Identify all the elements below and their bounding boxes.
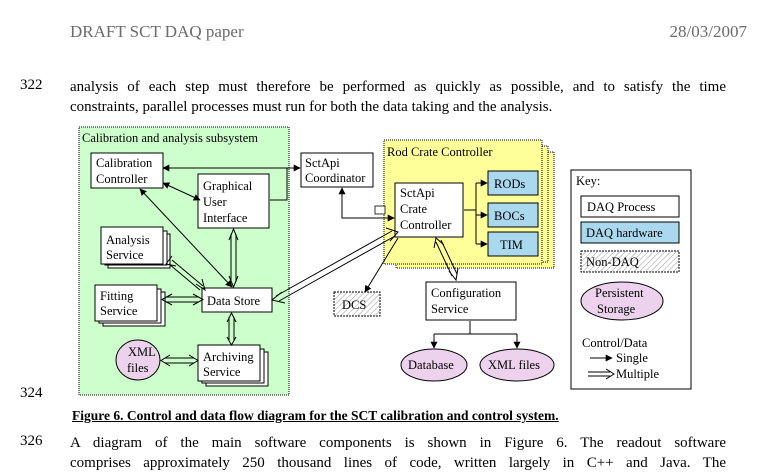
key-control-data-label: Control/Data	[582, 336, 648, 350]
configuration-service-label: Configuration	[431, 286, 502, 300]
header-title: DRAFT SCT DAQ paper	[70, 22, 244, 41]
gui-label: Graphical	[203, 179, 253, 193]
paragraph-bottom: A diagram of the main software component…	[70, 433, 726, 473]
dcs-box	[333, 291, 381, 317]
line-number: 322	[20, 77, 43, 93]
key-title: Key:	[576, 174, 600, 188]
paragraph-line: A diagram of the main software component…	[70, 435, 726, 451]
paragraph-line: comprises approximately 250 thousand lin…	[70, 455, 726, 471]
data-store-label: Data Store	[207, 294, 261, 308]
fitting-service-label: Fitting	[100, 289, 134, 303]
configuration-service-label: Service	[431, 302, 469, 316]
key-non-daq-box	[580, 250, 680, 273]
gui-label: Interface	[203, 211, 248, 225]
key-daq-hardware-box	[580, 221, 680, 244]
calibration-controller-label: Calibration	[96, 156, 153, 170]
double-arrow	[228, 227, 239, 289]
sctapi-coordinator-box	[300, 152, 374, 188]
paragraph-line: analysis of each step must therefore be …	[70, 79, 726, 95]
double-arrow	[270, 227, 399, 304]
double-arrow	[433, 237, 459, 282]
header-date: 28/03/2007	[669, 22, 747, 41]
archiving-service-box	[197, 344, 261, 382]
figure-caption: Figure 6. Control and data flow diagram …	[72, 408, 559, 423]
xml-files-right-ellipse	[479, 348, 555, 382]
key-non-daq-label: Non-DAQ	[586, 255, 639, 269]
analysis-service-label: Service	[106, 248, 144, 262]
arrow	[270, 168, 288, 201]
fitting-service-box	[94, 284, 158, 322]
key-persistent-storage-ellipse	[580, 281, 664, 321]
sctapi-coordinator-label: SctApi	[305, 156, 340, 170]
database-ellipse	[400, 348, 468, 382]
key-daq-process-label: DAQ Process	[587, 200, 656, 214]
dcs-label: DCS	[342, 298, 366, 312]
configuration-service-box	[425, 281, 517, 321]
tim-box	[487, 231, 539, 257]
key-multiple-label: Multiple	[616, 367, 660, 381]
tim-label: TIM	[500, 238, 523, 252]
paragraph-top: analysis of each step must therefore be …	[70, 77, 726, 117]
double-arrow	[160, 354, 199, 367]
crate-controller-label: Controller	[400, 218, 452, 232]
arrow	[139, 188, 233, 288]
double-arrow	[226, 311, 237, 347]
xml-files-left-ellipse	[115, 339, 161, 381]
key-multiple-arrow	[588, 368, 615, 380]
line-number: 324	[20, 385, 43, 401]
bocs-box	[487, 202, 539, 228]
double-arrow	[165, 255, 206, 292]
key-single-label: Single	[616, 351, 648, 365]
data-store-box	[201, 287, 273, 313]
gui-label: User	[203, 195, 227, 209]
archiving-service-label: Service	[203, 365, 241, 379]
analysis-service-label: Analysis	[106, 233, 150, 247]
calibration-controller-box	[90, 152, 164, 189]
key-persistent-storage-label: Storage	[597, 302, 636, 316]
calibration-controller-label: Controller	[96, 172, 148, 186]
paragraph-line: constraints, parallel processes must run…	[70, 99, 553, 115]
rod-crate-controller-title: Rod Crate Controller	[387, 145, 493, 159]
double-arrow	[160, 293, 205, 306]
database-label: Database	[408, 358, 454, 372]
sctapi-crate-controller-box	[394, 182, 464, 238]
line-number: 326	[20, 433, 43, 449]
fitting-service-label: Service	[100, 304, 138, 318]
xml-files-left-label: files	[127, 361, 149, 375]
crate-controller-label: Crate	[400, 202, 428, 216]
arrow	[364, 237, 399, 293]
calibration-subsystem-title: Calibration and analysis subsystem	[82, 131, 258, 145]
key-persistent-storage-label: Persistent	[595, 286, 644, 300]
crate-controller-label: SctApi	[400, 186, 435, 200]
bocs-label: BOCs	[494, 209, 525, 223]
xml-files-right-label: XML files	[488, 358, 540, 372]
key-daq-process-box	[580, 195, 680, 218]
rods-label: RODs	[494, 177, 525, 191]
key-daq-hardware-label: DAQ hardware	[586, 226, 663, 240]
xml-files-left-label: XML	[128, 345, 156, 359]
archiving-service-label: Archiving	[203, 350, 254, 364]
arrow	[338, 187, 395, 222]
sctapi-coordinator-label: Coordinator	[305, 171, 366, 185]
rods-box	[487, 170, 539, 196]
connector-tab	[374, 205, 386, 215]
